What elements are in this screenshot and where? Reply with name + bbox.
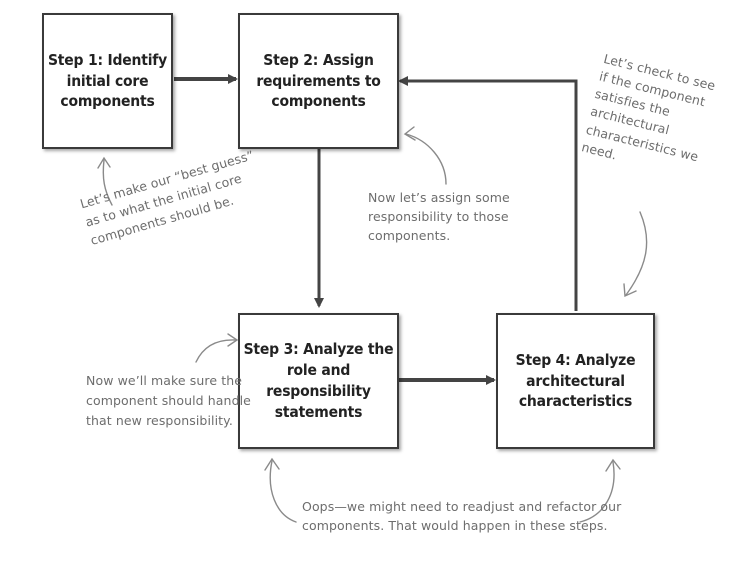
note-arrow-make-sure — [195, 339, 237, 363]
note-arrow-assign — [405, 133, 447, 185]
note-make-sure: Now we’ll make sure the component should… — [86, 373, 251, 428]
note-arrowhead-oops-right — [605, 458, 621, 472]
note-arrow-oops-left — [269, 460, 297, 523]
step-2-label: Step 2: Assign requirements to component… — [256, 50, 381, 111]
note-arrow-oops-right — [579, 461, 615, 523]
note-arrow-check — [625, 211, 648, 296]
note-arrowhead-check — [623, 283, 637, 298]
step-4-box: Step 4: Analyze architectural characteri… — [496, 313, 655, 449]
note-arrowhead-make-sure — [227, 333, 239, 347]
note-arrowhead-best-guess — [97, 156, 111, 169]
step-3-label: Step 3: Analyze the role and responsibil… — [243, 340, 394, 421]
step-1-box: Step 1: Identify initial core components — [42, 13, 173, 149]
step-3-box: Step 3: Analyze the role and responsibil… — [238, 313, 399, 449]
arrow-step4-to-step2 — [398, 76, 578, 311]
note-arrow-best-guess — [102, 159, 113, 206]
step-1-label: Step 1: Identify initial core components — [47, 50, 168, 111]
note-oops: Oops—we might need to readjust and refac… — [302, 499, 622, 534]
note-assign: Now let’s assign some responsibility to … — [368, 190, 510, 243]
step-4-label: Step 4: Analyze architectural characteri… — [515, 350, 636, 411]
note-arrowhead-assign — [403, 126, 416, 141]
note-arrowhead-oops-left — [264, 457, 280, 471]
step-2-box: Step 2: Assign requirements to component… — [238, 13, 399, 149]
